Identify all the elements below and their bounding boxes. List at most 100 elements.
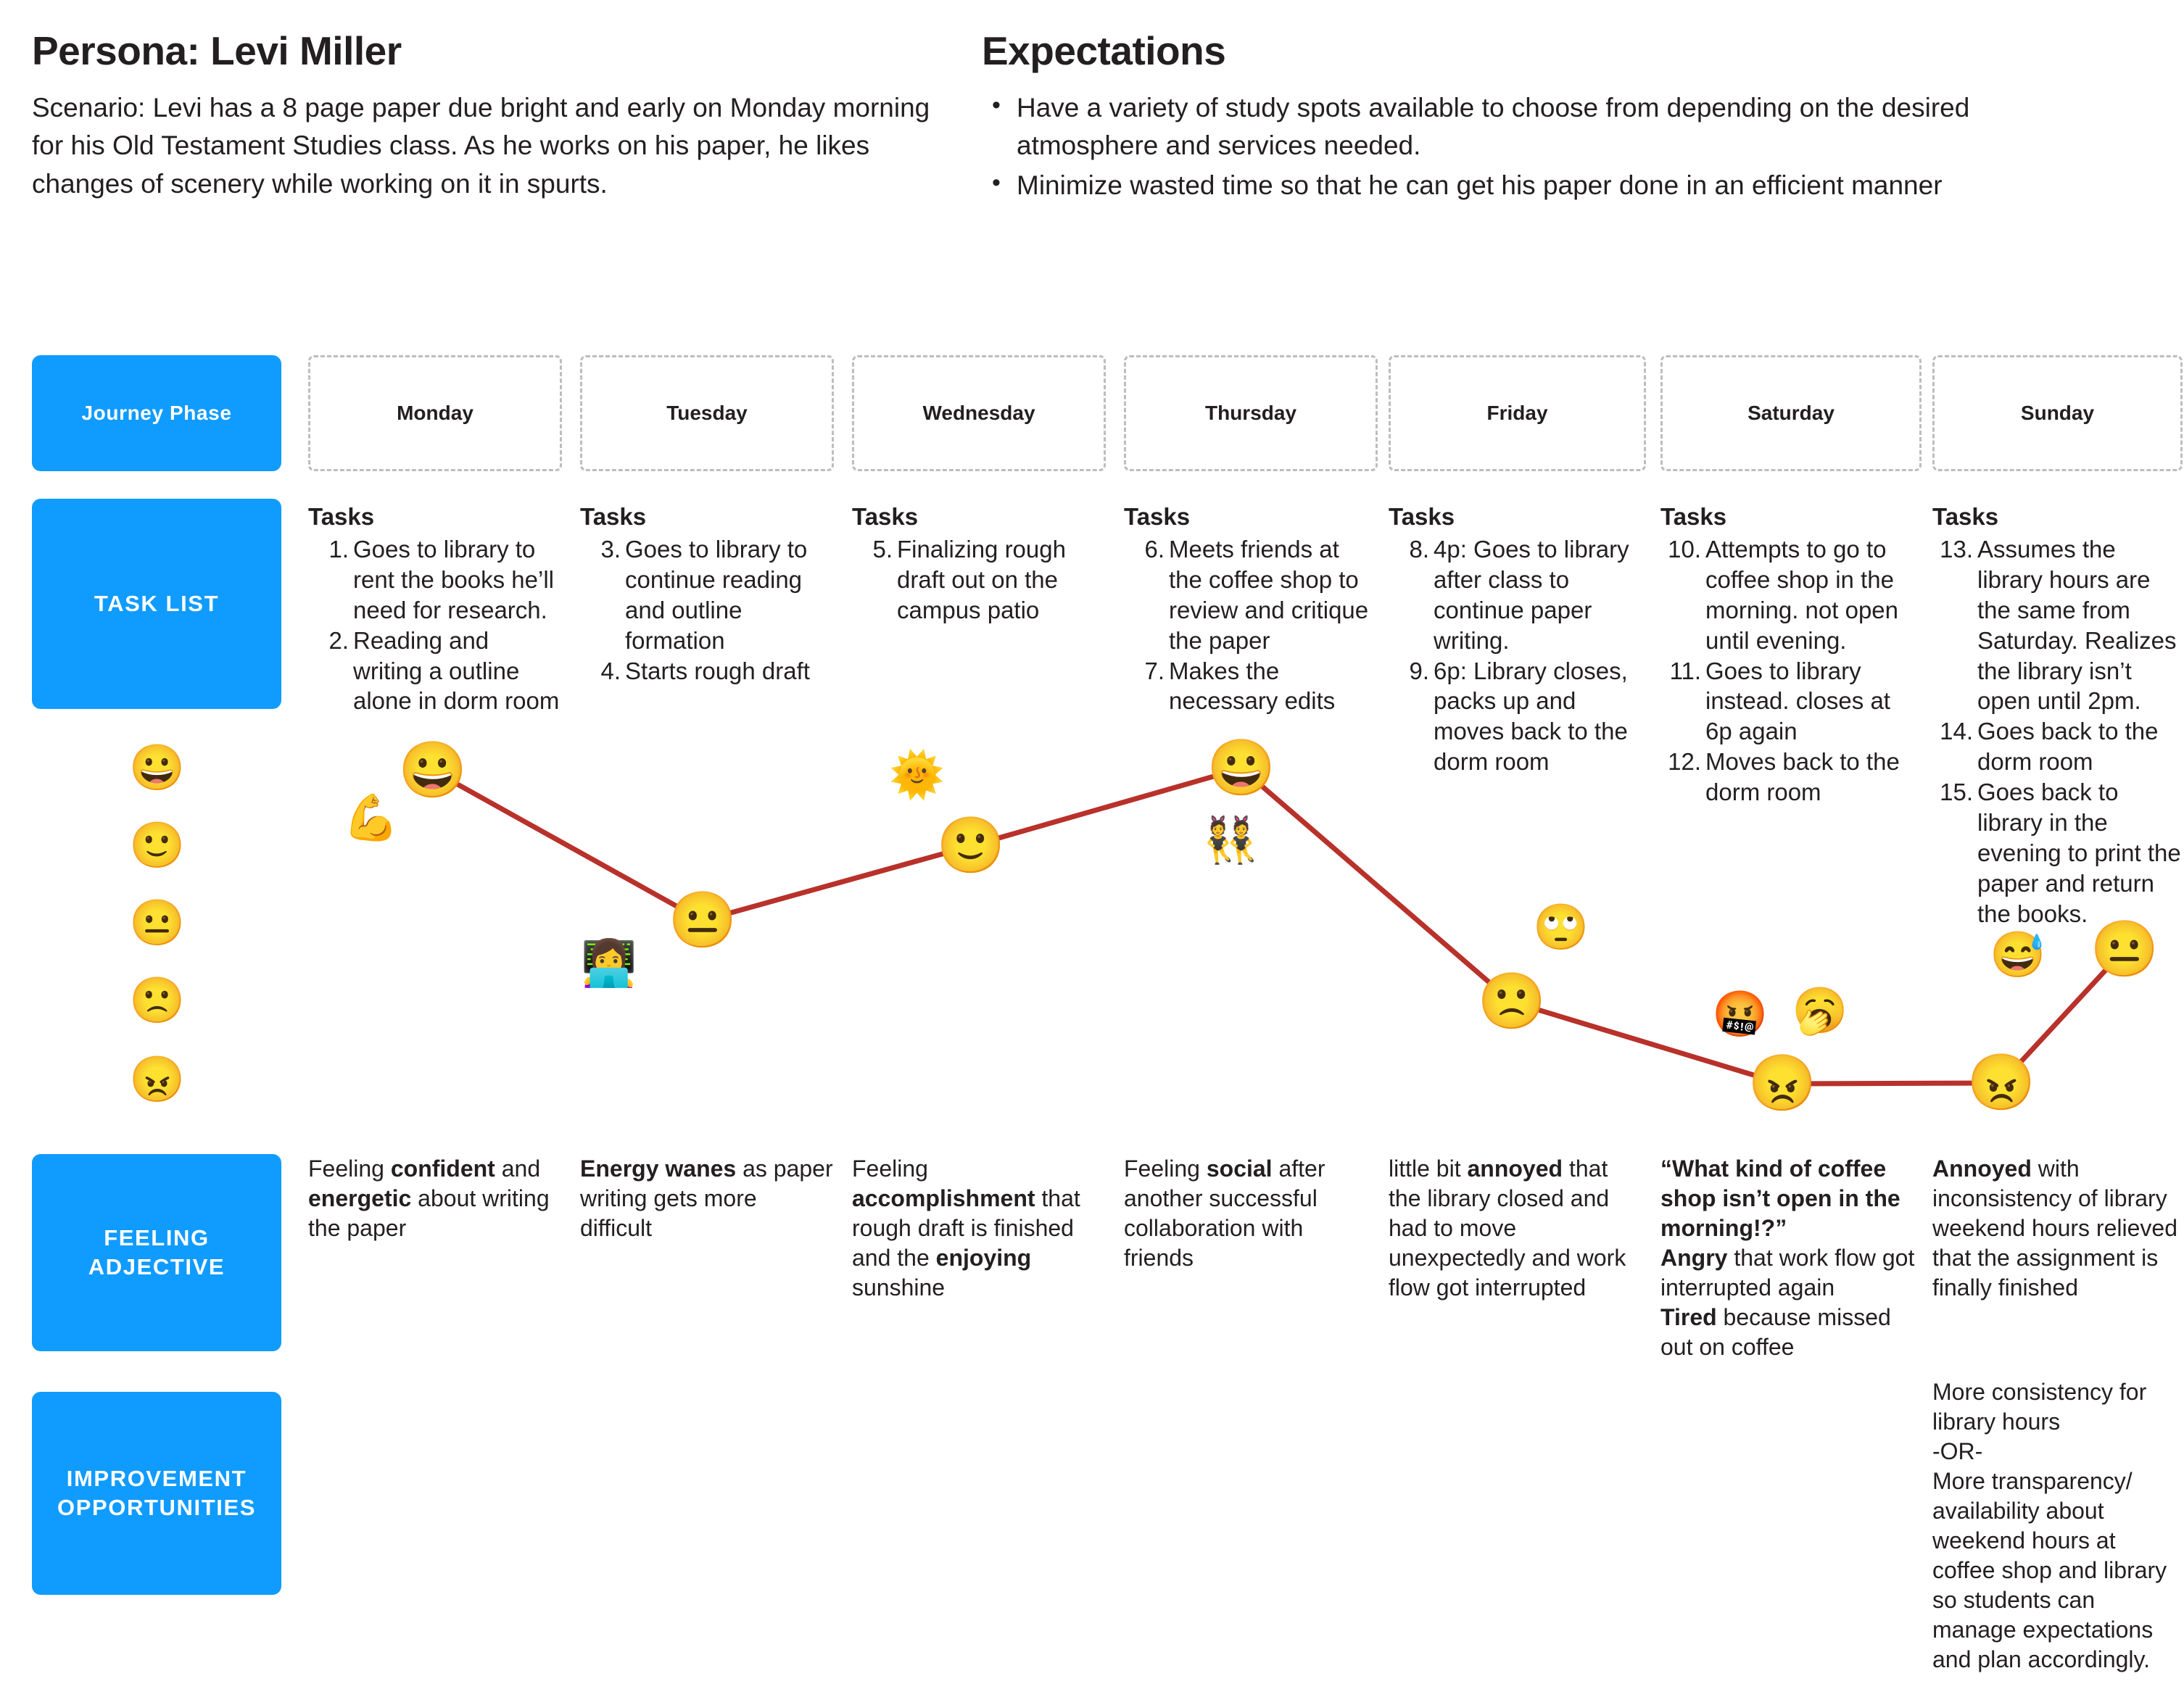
- task-column-tuesday: Tasks 3.Goes to library to continue readi…: [580, 502, 834, 686]
- task-item: 7.Makes the necessary edits: [1124, 656, 1378, 717]
- scenario-text: Scenario: Levi has a 8 page paper due br…: [32, 92, 930, 199]
- feeling-column-wednesday: Feeling accomplishment that rough draft …: [852, 1156, 1080, 1300]
- emotion-scale-unhappy-icon: 🙁: [129, 976, 186, 1026]
- emotion-node-2[interactable]: 🙂: [936, 815, 1006, 876]
- tasks-heading: Tasks: [308, 503, 375, 530]
- task-number: 3.: [600, 535, 621, 563]
- row-label-improvement-opportunities: IMPROVEMENT OPPORTUNITIES: [32, 1392, 281, 1595]
- phase-cell-monday[interactable]: Monday: [308, 355, 562, 471]
- feeling-column-saturday: “What kind of coffee shop isn’t open in …: [1660, 1156, 1915, 1360]
- task-item: 14.Goes back to the dorm room: [1932, 716, 2183, 777]
- task-number: 10.: [1668, 535, 1701, 563]
- emotion-node-5[interactable]: 😠: [1747, 1053, 1817, 1114]
- tasks-heading: Tasks: [580, 503, 647, 530]
- task-item: 15.Goes back to library in the evening t…: [1932, 777, 2183, 929]
- grinning-face-with-sweat-icon: 😅: [1990, 930, 2046, 980]
- feeling-column-sunday: Annoyed with inconsistency of library we…: [1932, 1156, 2177, 1300]
- emotion-node-0[interactable]: 😀: [398, 739, 468, 801]
- task-items: 3.Goes to library to continue reading an…: [580, 534, 834, 686]
- person-at-computer-icon: 👩‍💻: [581, 939, 637, 989]
- face-with-rolling-eyes-icon: 🙄: [1533, 903, 1589, 953]
- expectations-list: Have a variety of study spots available …: [982, 88, 2113, 206]
- feeling-column-friday: little bit annoyed that the library clos…: [1389, 1156, 1626, 1300]
- task-number: 9.: [1409, 657, 1429, 684]
- emotion-scale-neutral-icon: 😐: [129, 898, 186, 948]
- face-with-symbols-on-mouth-icon: 🤬: [1712, 990, 1769, 1040]
- task-number: 8.: [1409, 535, 1429, 563]
- emotion-node-7[interactable]: 😐: [2090, 918, 2159, 980]
- persona-block: Persona: Levi Miller Scenario: Levi has …: [32, 29, 938, 207]
- task-number: 11.: [1669, 657, 1701, 684]
- task-item: 2.Reading and writing a outline alone in…: [308, 626, 562, 717]
- tasks-heading: Tasks: [852, 503, 919, 530]
- row-label-journey-phase: Journey Phase: [32, 355, 281, 471]
- task-column-thursday: Tasks 6.Meets friends at the coffee shop …: [1124, 502, 1378, 716]
- task-number: 6.: [1144, 535, 1165, 563]
- row-label-task-list: TASK LIST: [32, 499, 281, 709]
- emotion-scale-angry-icon: 😠: [129, 1055, 186, 1105]
- task-number: 2.: [328, 626, 349, 654]
- phase-cell-friday[interactable]: Friday: [1389, 355, 1646, 471]
- task-column-saturday: Tasks 10.Attempts to go to coffee shop in…: [1660, 502, 1922, 808]
- task-item: 8.4p: Goes to library after class to con…: [1389, 534, 1646, 656]
- task-number: 5.: [872, 535, 893, 563]
- phase-cell-tuesday[interactable]: Tuesday: [580, 355, 834, 471]
- emotion-scale-very-happy-icon: 😀: [129, 743, 186, 793]
- tasks-heading: Tasks: [1932, 503, 1999, 530]
- feeling-column-thursday: Feeling social after another successful …: [1124, 1156, 1325, 1271]
- emotion-scale-happy-icon: 🙂: [129, 821, 186, 871]
- emotion-node-1[interactable]: 😐: [668, 889, 737, 951]
- phase-cell-sunday[interactable]: Sunday: [1932, 355, 2183, 471]
- task-items: 10.Attempts to go to coffee shop in the …: [1660, 534, 1922, 808]
- expectations-title: Expectations: [982, 28, 1226, 73]
- task-column-friday: Tasks 8.4p: Goes to library after class t…: [1389, 502, 1646, 777]
- emotion-node-6[interactable]: 😠: [1966, 1052, 2036, 1113]
- tasks-heading: Tasks: [1124, 503, 1191, 530]
- sun-with-face-icon: 🌞: [889, 750, 946, 800]
- task-items: 5.Finalizing rough draft out on the camp…: [852, 534, 1106, 626]
- emotion-node-3[interactable]: 😀: [1207, 737, 1276, 799]
- tasks-heading: Tasks: [1660, 503, 1727, 530]
- task-number: 14.: [1940, 718, 1973, 745]
- improvement-column-sunday: More consistency for library hours -OR- …: [1932, 1379, 2167, 1672]
- task-column-monday: Tasks 1.Goes to library to rent the books…: [308, 502, 562, 716]
- phase-cell-wednesday[interactable]: Wednesday: [852, 355, 1106, 471]
- task-items: 6.Meets friends at the coffee shop to re…: [1124, 534, 1378, 716]
- task-column-wednesday: Tasks 5.Finalizing rough draft out on the…: [852, 502, 1106, 626]
- header: Persona: Levi Miller Scenario: Levi has …: [32, 29, 2164, 207]
- task-number: 7.: [1144, 657, 1165, 684]
- task-item: 13.Assumes the library hours are the sam…: [1932, 534, 2183, 716]
- row-label-feeling-adjective: FEELING ADJECTIVE: [32, 1154, 281, 1351]
- phase-cell-thursday[interactable]: Thursday: [1124, 355, 1378, 471]
- task-number: 13.: [1940, 535, 1973, 563]
- emotion-node-4[interactable]: 🙁: [1477, 971, 1547, 1032]
- task-item: 1.Goes to library to rent the books he’l…: [308, 534, 562, 626]
- task-item: 12.Moves back to the dorm room: [1660, 747, 1922, 808]
- task-number: 1.: [328, 535, 349, 563]
- task-item: 5.Finalizing rough draft out on the camp…: [852, 534, 1106, 626]
- expectation-item: Have a variety of study spots available …: [982, 88, 2113, 166]
- task-item: 3.Goes to library to continue reading an…: [580, 534, 834, 656]
- task-item: 11.Goes to library instead. closes at 6p…: [1660, 656, 1922, 747]
- yawning-face-icon: 🥱: [1792, 986, 1848, 1036]
- expectation-item: Minimize wasted time so that he can get …: [982, 165, 2113, 205]
- people-with-bunny-ears-icon: 👯: [1202, 816, 1259, 866]
- task-item: 9.6p: Library closes, packs up and moves…: [1389, 656, 1646, 778]
- flexed-biceps-icon: 💪: [343, 793, 400, 843]
- task-item: 4.Starts rough draft: [580, 656, 834, 686]
- task-number: 4.: [600, 657, 621, 684]
- task-items: 1.Goes to library to rent the books he’l…: [308, 534, 562, 716]
- phase-cell-saturday[interactable]: Saturday: [1660, 355, 1922, 471]
- task-item: 6.Meets friends at the coffee shop to re…: [1124, 534, 1378, 656]
- tasks-heading: Tasks: [1389, 503, 1455, 530]
- task-item: 10.Attempts to go to coffee shop in the …: [1660, 534, 1922, 656]
- task-number: 12.: [1668, 748, 1701, 776]
- task-items: 13.Assumes the library hours are the sam…: [1932, 534, 2183, 929]
- page-title: Persona: Levi Miller: [32, 28, 402, 73]
- task-column-sunday: Tasks 13.Assumes the library hours are th…: [1932, 502, 2183, 929]
- task-number: 15.: [1940, 779, 1973, 806]
- task-items: 8.4p: Goes to library after class to con…: [1389, 534, 1646, 777]
